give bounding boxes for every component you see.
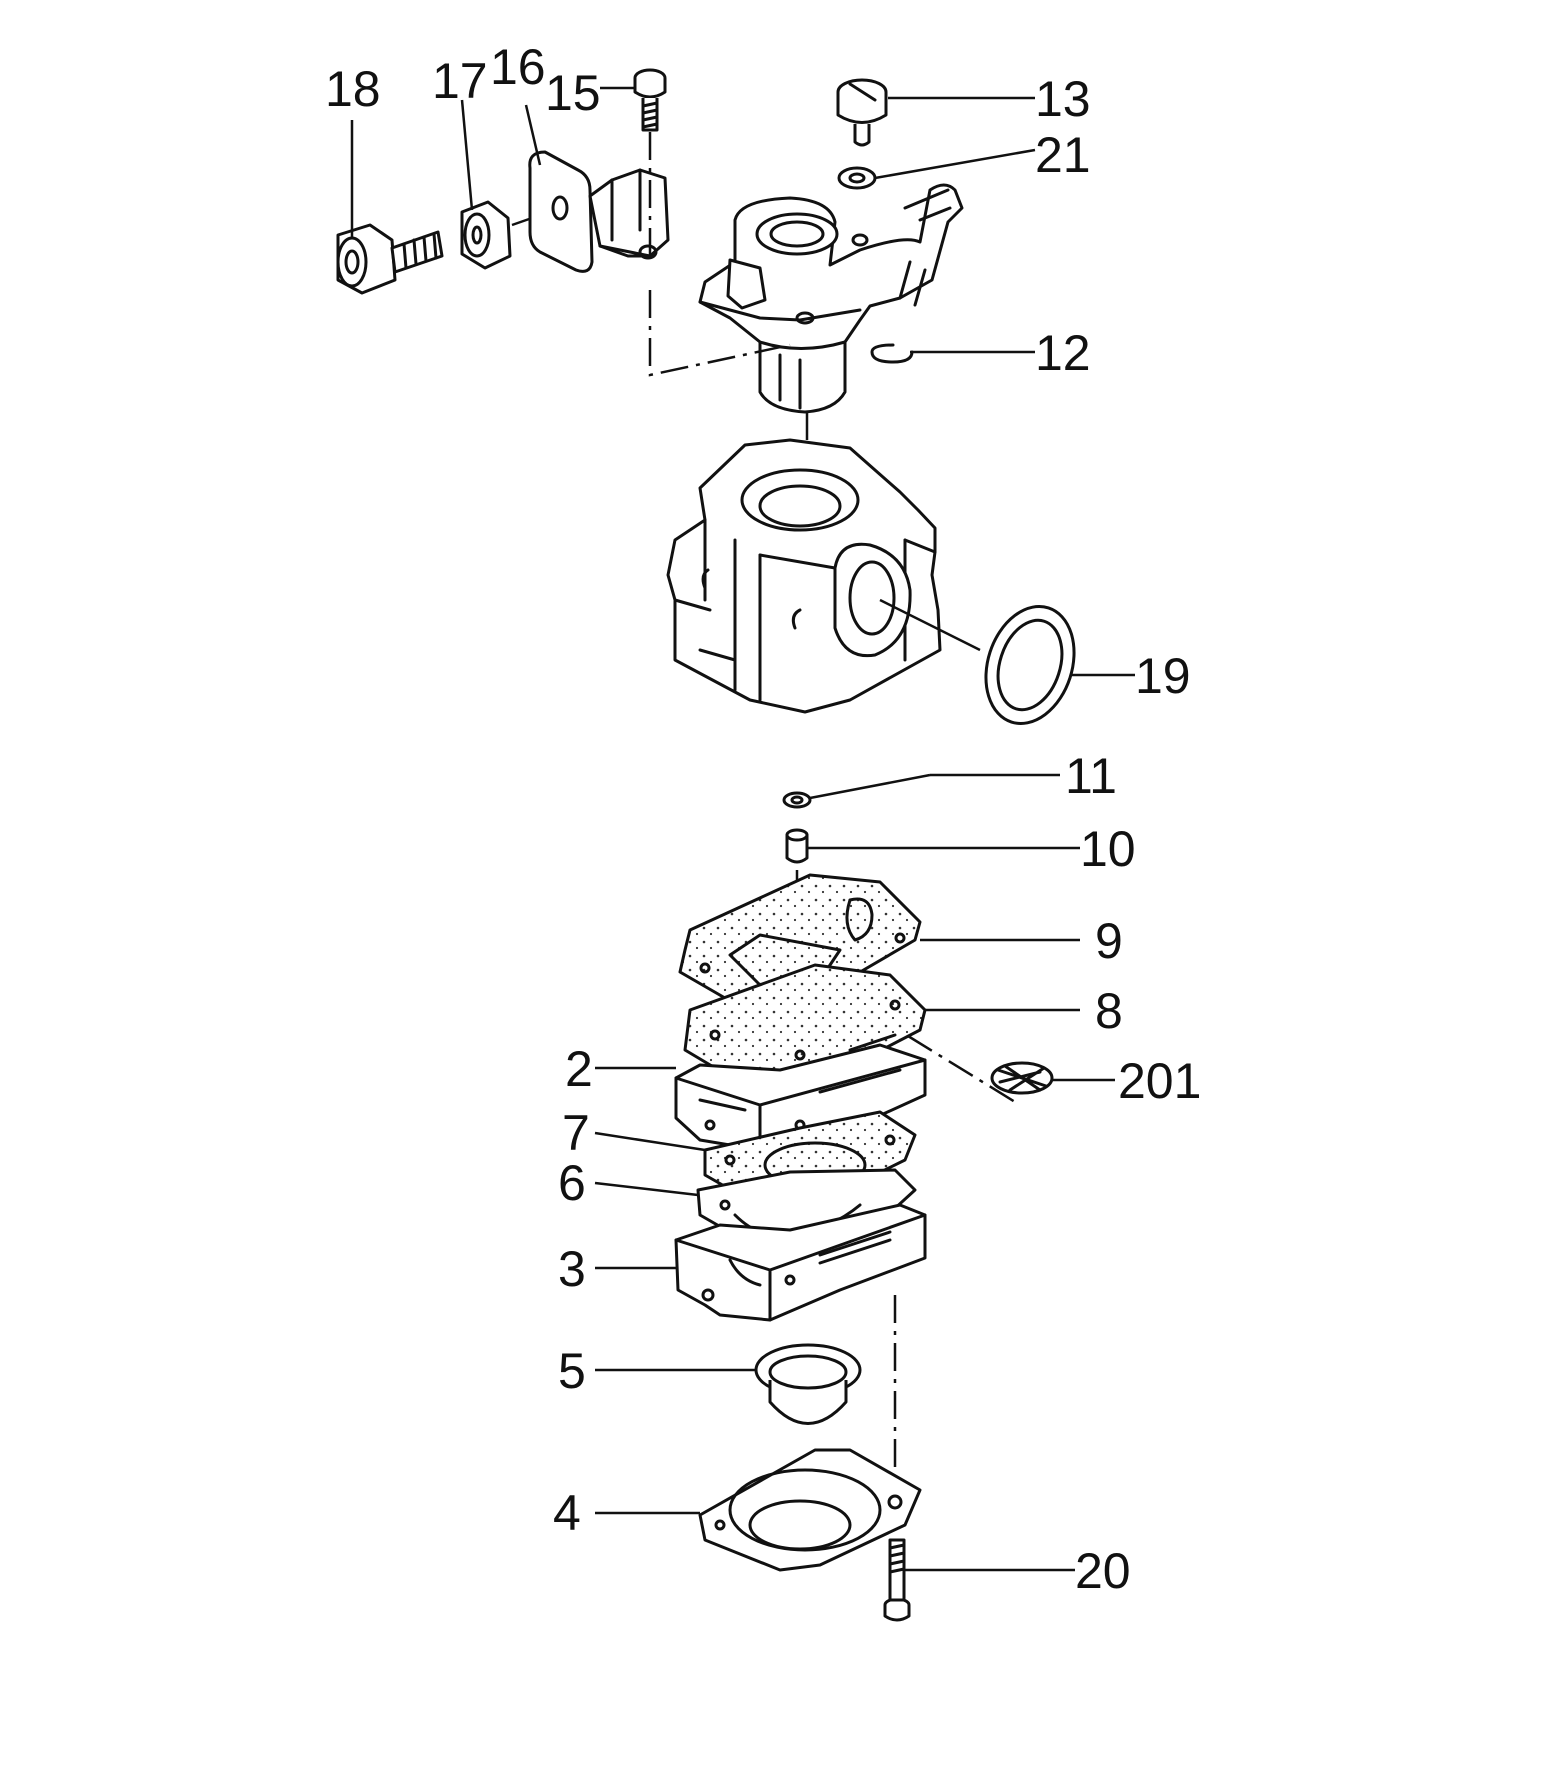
part-19-seal-ring xyxy=(984,604,1076,726)
label-part-2: 2 xyxy=(565,1041,593,1097)
label-part-8: 8 xyxy=(1095,983,1123,1039)
part-5-cup xyxy=(754,1343,862,1425)
label-part-7: 7 xyxy=(562,1105,590,1161)
label-part-15: 15 xyxy=(545,65,601,121)
label-part-19: 19 xyxy=(1135,648,1191,704)
part-12-clip xyxy=(870,343,914,364)
part-21-washer xyxy=(837,166,877,190)
label-part-3: 3 xyxy=(558,1241,586,1297)
part-17-nut xyxy=(460,200,512,270)
label-part-11: 11 xyxy=(1065,748,1117,804)
label-part-10: 10 xyxy=(1080,821,1136,877)
part-labels: 18 17 16 15 13 21 12 19 11 10 9 8 2 201 … xyxy=(325,39,1201,1599)
part-20-screw xyxy=(883,1538,911,1622)
part-3-metering-body xyxy=(674,1203,927,1322)
label-part-4: 4 xyxy=(553,1485,581,1541)
part-15-screw xyxy=(633,68,667,132)
part-13-screw xyxy=(836,78,888,147)
part-18-fitting xyxy=(336,223,444,295)
label-part-16: 16 xyxy=(490,39,546,95)
label-part-13: 13 xyxy=(1035,71,1091,127)
leader-lines xyxy=(350,86,1135,1572)
part-10-needle xyxy=(785,828,809,864)
part-201-filter xyxy=(990,1061,1054,1095)
label-part-9: 9 xyxy=(1095,913,1123,969)
part-9-gasket xyxy=(678,873,922,1000)
label-part-20: 20 xyxy=(1075,1543,1131,1599)
label-part-6: 6 xyxy=(558,1155,586,1211)
part-4-cover-plate xyxy=(698,1448,922,1572)
label-part-12: 12 xyxy=(1035,325,1091,381)
label-part-17: 17 xyxy=(432,53,488,109)
label-part-21: 21 xyxy=(1035,127,1091,183)
part-16-bracket xyxy=(528,150,670,273)
label-part-18: 18 xyxy=(325,61,381,117)
throttle-body xyxy=(698,183,964,414)
part-11-washer xyxy=(782,791,812,809)
label-part-5: 5 xyxy=(558,1343,586,1399)
label-part-201: 201 xyxy=(1118,1053,1201,1109)
carburetor-body xyxy=(666,438,942,714)
